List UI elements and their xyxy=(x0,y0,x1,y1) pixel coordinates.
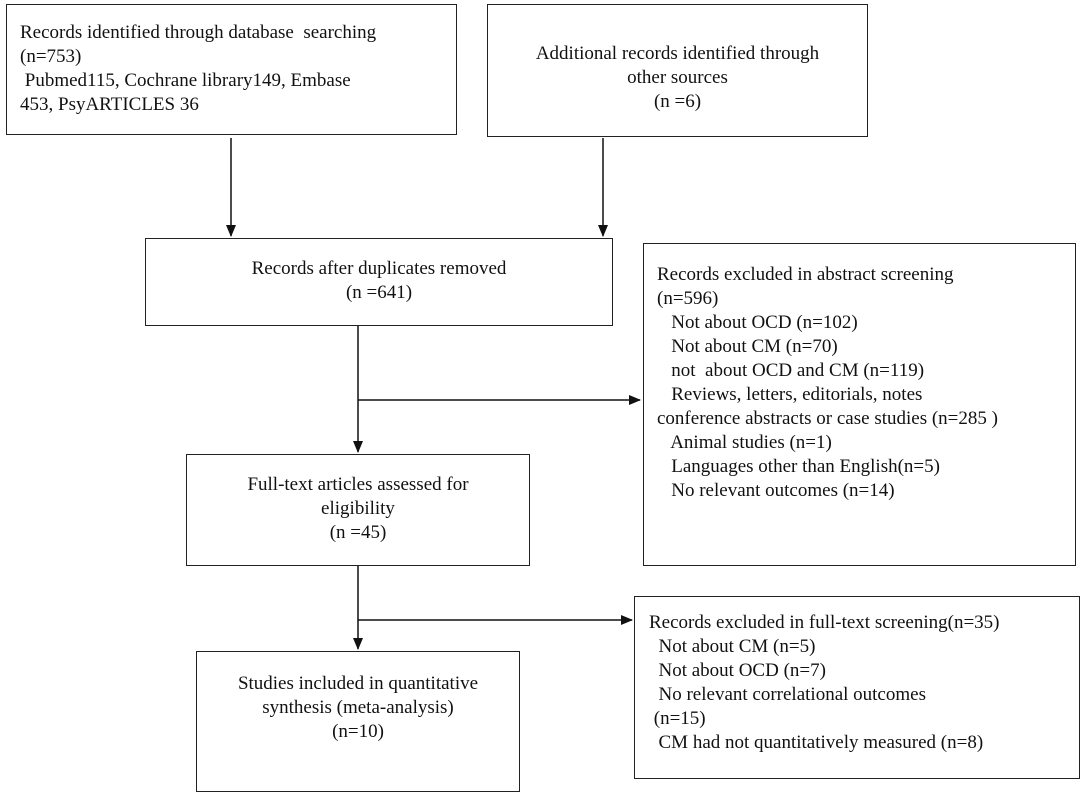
after-duplicates-box: Records after duplicates removed (n =641… xyxy=(145,238,613,326)
after-duplicates-line: (n =641) xyxy=(345,282,413,303)
database-search-line: Pubmed115, Cochrane library149, Embase xyxy=(20,70,351,91)
fulltext-excluded-line: Records excluded in full-text screening(… xyxy=(649,612,1000,633)
database-search-line: 453, PsyARTICLES 36 xyxy=(20,94,199,115)
fulltext-excluded-line: CM had not quantitatively measured (n=8) xyxy=(649,732,984,753)
other-sources-line: Additional records identified through xyxy=(535,43,820,64)
database-search-line: Records identified through database sear… xyxy=(20,22,377,43)
abstract-excluded-box: Records excluded in abstract screening (… xyxy=(643,243,1076,566)
fulltext-assessed-box: Full-text articles assessed for eligibil… xyxy=(186,454,530,566)
included-studies-line: (n=10) xyxy=(332,721,384,742)
database-search-box: Records identified through database sear… xyxy=(6,4,457,135)
abstract-excluded-line: not about OCD and CM (n=119) xyxy=(657,360,925,381)
fulltext-excluded-line: Not about CM (n=5) xyxy=(649,636,816,657)
fulltext-excluded-line: Not about OCD (n=7) xyxy=(649,660,826,681)
fulltext-assessed-line: eligibility xyxy=(321,498,395,519)
fulltext-excluded-box: Records excluded in full-text screening(… xyxy=(634,596,1080,779)
database-search-line: (n=753) xyxy=(20,46,82,67)
other-sources-line: (n =6) xyxy=(653,91,702,112)
abstract-excluded-line: Reviews, letters, editorials, notes xyxy=(657,384,923,405)
fulltext-assessed-line: Full-text articles assessed for xyxy=(247,474,469,495)
abstract-excluded-line: (n=596) xyxy=(657,288,719,309)
fulltext-excluded-line: (n=15) xyxy=(649,708,706,729)
abstract-excluded-line: Languages other than English(n=5) xyxy=(657,456,940,477)
abstract-excluded-line: Records excluded in abstract screening xyxy=(657,264,954,285)
abstract-excluded-line: conference abstracts or case studies (n=… xyxy=(657,408,998,429)
included-studies-line: synthesis (meta-analysis) xyxy=(262,697,454,718)
after-duplicates-line: Records after duplicates removed xyxy=(251,258,507,279)
abstract-excluded-line: Animal studies (n=1) xyxy=(657,432,832,453)
abstract-excluded-line: Not about OCD (n=102) xyxy=(657,312,858,333)
other-sources-line: other sources xyxy=(627,67,728,88)
included-studies-line: Studies included in quantitative xyxy=(237,673,479,694)
abstract-excluded-line: No relevant outcomes (n=14) xyxy=(657,480,895,501)
abstract-excluded-line: Not about CM (n=70) xyxy=(657,336,838,357)
fulltext-assessed-line: (n =45) xyxy=(329,522,387,543)
fulltext-excluded-line: No relevant correlational outcomes xyxy=(649,684,926,705)
included-studies-box: Studies included in quantitative synthes… xyxy=(196,651,520,792)
other-sources-box: Additional records identified through ot… xyxy=(487,4,868,137)
